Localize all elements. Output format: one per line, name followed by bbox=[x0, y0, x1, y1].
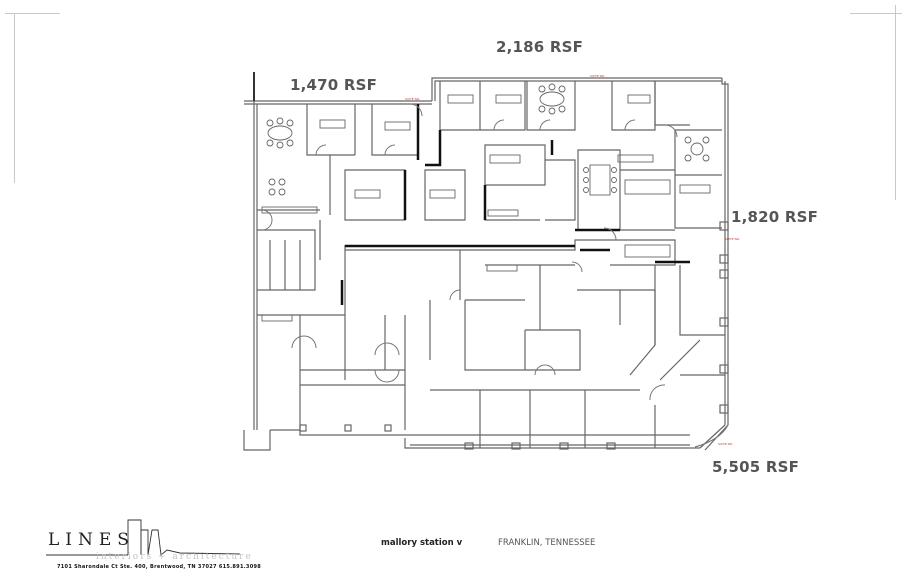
firm-logo: LINES interiors + architecture 7101 Shar… bbox=[40, 500, 280, 580]
firm-tagline: interiors + architecture bbox=[96, 552, 253, 562]
crop-mark-top-left-h bbox=[5, 13, 60, 14]
firm-name: LINES bbox=[48, 530, 135, 550]
crop-mark-top-left-v bbox=[14, 13, 15, 183]
crop-mark-top-right-v bbox=[895, 5, 896, 200]
crop-mark-top-right-h bbox=[850, 13, 902, 14]
project-name: mallory station v bbox=[381, 538, 463, 548]
suite-area-label-1820: 1,820 RSF bbox=[731, 208, 819, 226]
firm-address: 7101 Sharondale Ct Ste. 400, Brentwood, … bbox=[57, 564, 262, 570]
svg-text:SUITE NO.: SUITE NO. bbox=[718, 442, 733, 446]
project-location: FRANKLIN, TENNESSEE bbox=[498, 538, 596, 548]
suite-area-label-1470: 1,470 RSF bbox=[290, 76, 378, 94]
svg-text:SUITE NO.: SUITE NO. bbox=[725, 237, 740, 241]
svg-text:SUITE NO.: SUITE NO. bbox=[590, 74, 605, 78]
suite-area-label-5505: 5,505 RSF bbox=[712, 458, 800, 476]
suite-area-label-2186: 2,186 RSF bbox=[496, 38, 584, 56]
skyline-logo-icon bbox=[46, 519, 241, 556]
svg-text:SUITE NO.: SUITE NO. bbox=[405, 97, 420, 101]
